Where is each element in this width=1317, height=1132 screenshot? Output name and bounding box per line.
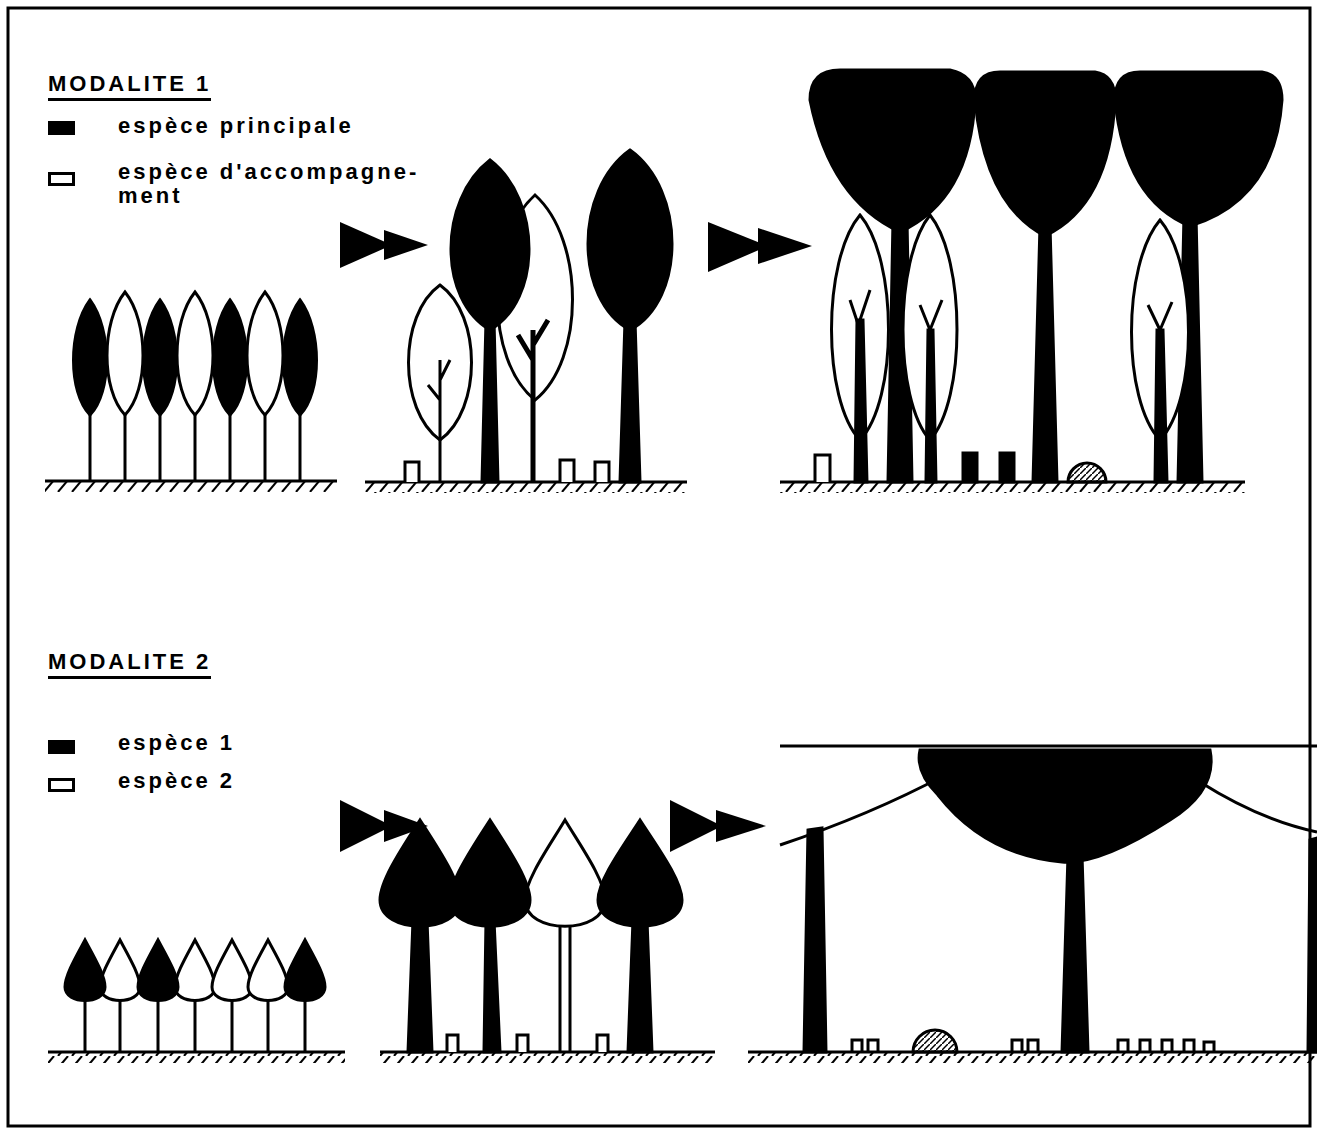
- legend-text: espèce 2: [118, 769, 418, 793]
- arrow-head: [716, 810, 766, 842]
- arrow: [670, 800, 766, 852]
- crown-black: [284, 300, 317, 415]
- crown-white: [175, 940, 215, 1001]
- canopy-line: [780, 775, 945, 845]
- trunk: [1155, 330, 1167, 482]
- legend-swatch: [48, 778, 75, 792]
- section-heading: MODALITE 2: [48, 650, 211, 679]
- crown-white: [100, 940, 140, 1001]
- crown-black: [138, 940, 178, 1001]
- arrow: [708, 222, 812, 272]
- mature-stand: [748, 746, 1317, 1063]
- young-stand: [45, 292, 337, 492]
- crown-white: [247, 292, 283, 415]
- crown-white: [248, 940, 288, 1001]
- ground-hatch: [748, 1053, 1317, 1063]
- legend-text: espèce principale: [118, 114, 478, 138]
- mature-stand: [780, 70, 1282, 493]
- legend-text: espèce d'accompagne- ment: [118, 160, 448, 208]
- crown-white: [212, 940, 252, 1001]
- crown-black: [285, 940, 325, 1001]
- branches: [850, 290, 1172, 330]
- legend-swatch: [48, 740, 75, 754]
- arrow-head: [758, 228, 812, 264]
- crown-black: [144, 300, 177, 415]
- arrow-head: [384, 230, 428, 260]
- crown-black: [450, 820, 530, 926]
- ground-hatch: [780, 483, 1245, 493]
- section-heading: MODALITE 1: [48, 72, 211, 101]
- ground-line: [748, 1051, 1317, 1054]
- trunk: [620, 320, 640, 482]
- trunk: [1062, 855, 1088, 1052]
- stems: [85, 995, 305, 1052]
- ground-hatch: [45, 482, 337, 492]
- regeneration-mound: [1068, 463, 1106, 482]
- young-stand: [48, 940, 345, 1063]
- trunk-outline: [560, 925, 570, 1052]
- stump: [560, 460, 574, 482]
- crown-black: [380, 820, 460, 926]
- crown-black: [810, 70, 975, 232]
- trunk: [1308, 838, 1317, 1052]
- crown-white: [525, 820, 605, 926]
- ground-hatch: [365, 483, 687, 493]
- trunk: [484, 920, 500, 1052]
- legend-swatch: [48, 121, 75, 135]
- branches: [428, 360, 450, 482]
- arrow-head: [670, 800, 722, 852]
- legend-text: espèce 1: [118, 731, 418, 755]
- stump: [1000, 453, 1014, 482]
- trunk: [482, 320, 498, 482]
- ground-hatch: [380, 1053, 715, 1063]
- crown-white: [177, 292, 213, 415]
- crown-black: [65, 940, 105, 1001]
- stump: [517, 1035, 528, 1052]
- crown-black: [588, 150, 672, 330]
- crown-black: [975, 72, 1115, 236]
- branches: [518, 320, 548, 482]
- stump: [595, 462, 609, 482]
- crown-white: [107, 292, 143, 415]
- stump: [405, 462, 419, 482]
- crown-black: [74, 300, 107, 415]
- thinned-stand: [365, 150, 687, 493]
- frame: [8, 8, 1310, 1126]
- crown-black: [598, 820, 682, 926]
- stumps: [852, 1040, 1214, 1052]
- canopy-line: [780, 745, 1317, 748]
- thinned-stand: [380, 820, 715, 1063]
- crown-black: [451, 160, 529, 330]
- stump: [815, 455, 830, 482]
- trunk: [628, 920, 652, 1052]
- legend-swatch: [48, 172, 75, 186]
- stump: [963, 453, 977, 482]
- canopy-line: [1200, 782, 1317, 832]
- trunk: [855, 320, 867, 482]
- arrow: [340, 222, 428, 268]
- stump: [447, 1035, 458, 1052]
- ground-hatch: [48, 1053, 345, 1063]
- crown-black: [919, 750, 1211, 862]
- trunk: [804, 828, 826, 1052]
- trunk: [1033, 225, 1057, 482]
- regeneration-mound: [913, 1030, 957, 1052]
- crown-black: [214, 300, 247, 415]
- stump: [597, 1035, 608, 1052]
- trunk: [408, 920, 432, 1052]
- trunk: [926, 330, 936, 482]
- crown-black: [1115, 72, 1282, 226]
